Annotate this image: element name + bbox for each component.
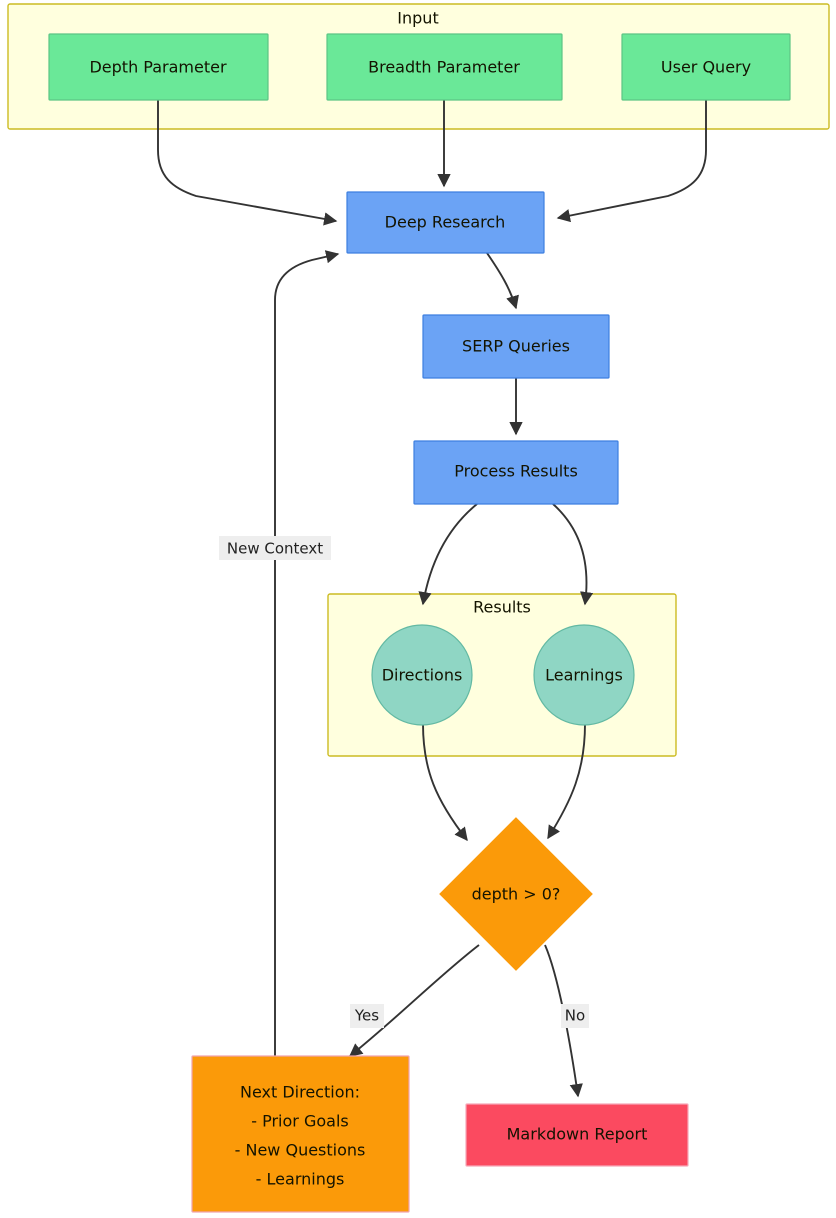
- node-process-results[interactable]: Process Results: [413, 440, 619, 505]
- edges-layer: [157, 100, 707, 1098]
- node-learnings-shape[interactable]: [533, 624, 635, 726]
- node-markdown-report[interactable]: Markdown Report: [465, 1103, 689, 1167]
- node-breadth-parameter[interactable]: Breadth Parameter: [326, 33, 563, 101]
- edge-next-to-deep: [274, 250, 340, 1056]
- node-learnings[interactable]: Learnings: [533, 624, 635, 726]
- node-breadth-parameter-shape[interactable]: [326, 33, 563, 101]
- edge-process-to-directions: [418, 503, 478, 606]
- edge-label-no-bg: [561, 1004, 589, 1028]
- node-serp-queries[interactable]: SERP Queries: [422, 314, 610, 379]
- node-deep-research-shape[interactable]: [346, 191, 545, 254]
- node-next-direction[interactable]: Next Direction: - Prior Goals - New Ques…: [191, 1055, 410, 1213]
- node-directions-shape[interactable]: [371, 624, 473, 726]
- node-directions[interactable]: Directions: [371, 624, 473, 726]
- node-depth-decision-shape[interactable]: [439, 817, 593, 971]
- node-user-query[interactable]: User Query: [621, 33, 791, 101]
- node-serp-queries-shape[interactable]: [422, 314, 610, 379]
- node-depth-parameter[interactable]: Depth Parameter: [48, 33, 269, 101]
- edge-label-no: No: [561, 1004, 589, 1028]
- node-process-results-shape[interactable]: [413, 440, 619, 505]
- edge-query-to-deep: [556, 100, 707, 223]
- node-depth-decision[interactable]: depth > 0?: [439, 817, 593, 971]
- node-deep-research[interactable]: Deep Research: [346, 191, 545, 254]
- node-user-query-shape[interactable]: [621, 33, 791, 101]
- edge-depth-to-deep: [157, 100, 338, 226]
- node-markdown-report-shape[interactable]: [465, 1103, 689, 1167]
- node-next-direction-shape[interactable]: [191, 1055, 410, 1213]
- edge-learnings-to-decision: [547, 723, 586, 840]
- edge-directions-to-decision: [422, 723, 468, 842]
- edge-label-yes: Yes: [350, 1004, 384, 1028]
- edge-deep-to-serp: [486, 252, 519, 310]
- edge-label-yes-bg: [350, 1004, 384, 1028]
- edge-decision-to-next: [348, 944, 480, 1057]
- edge-label-new-context-bg: [219, 536, 331, 560]
- node-depth-parameter-shape[interactable]: [48, 33, 269, 101]
- edge-process-to-learnings: [552, 503, 594, 606]
- edge-label-new-context: New Context: [219, 536, 331, 560]
